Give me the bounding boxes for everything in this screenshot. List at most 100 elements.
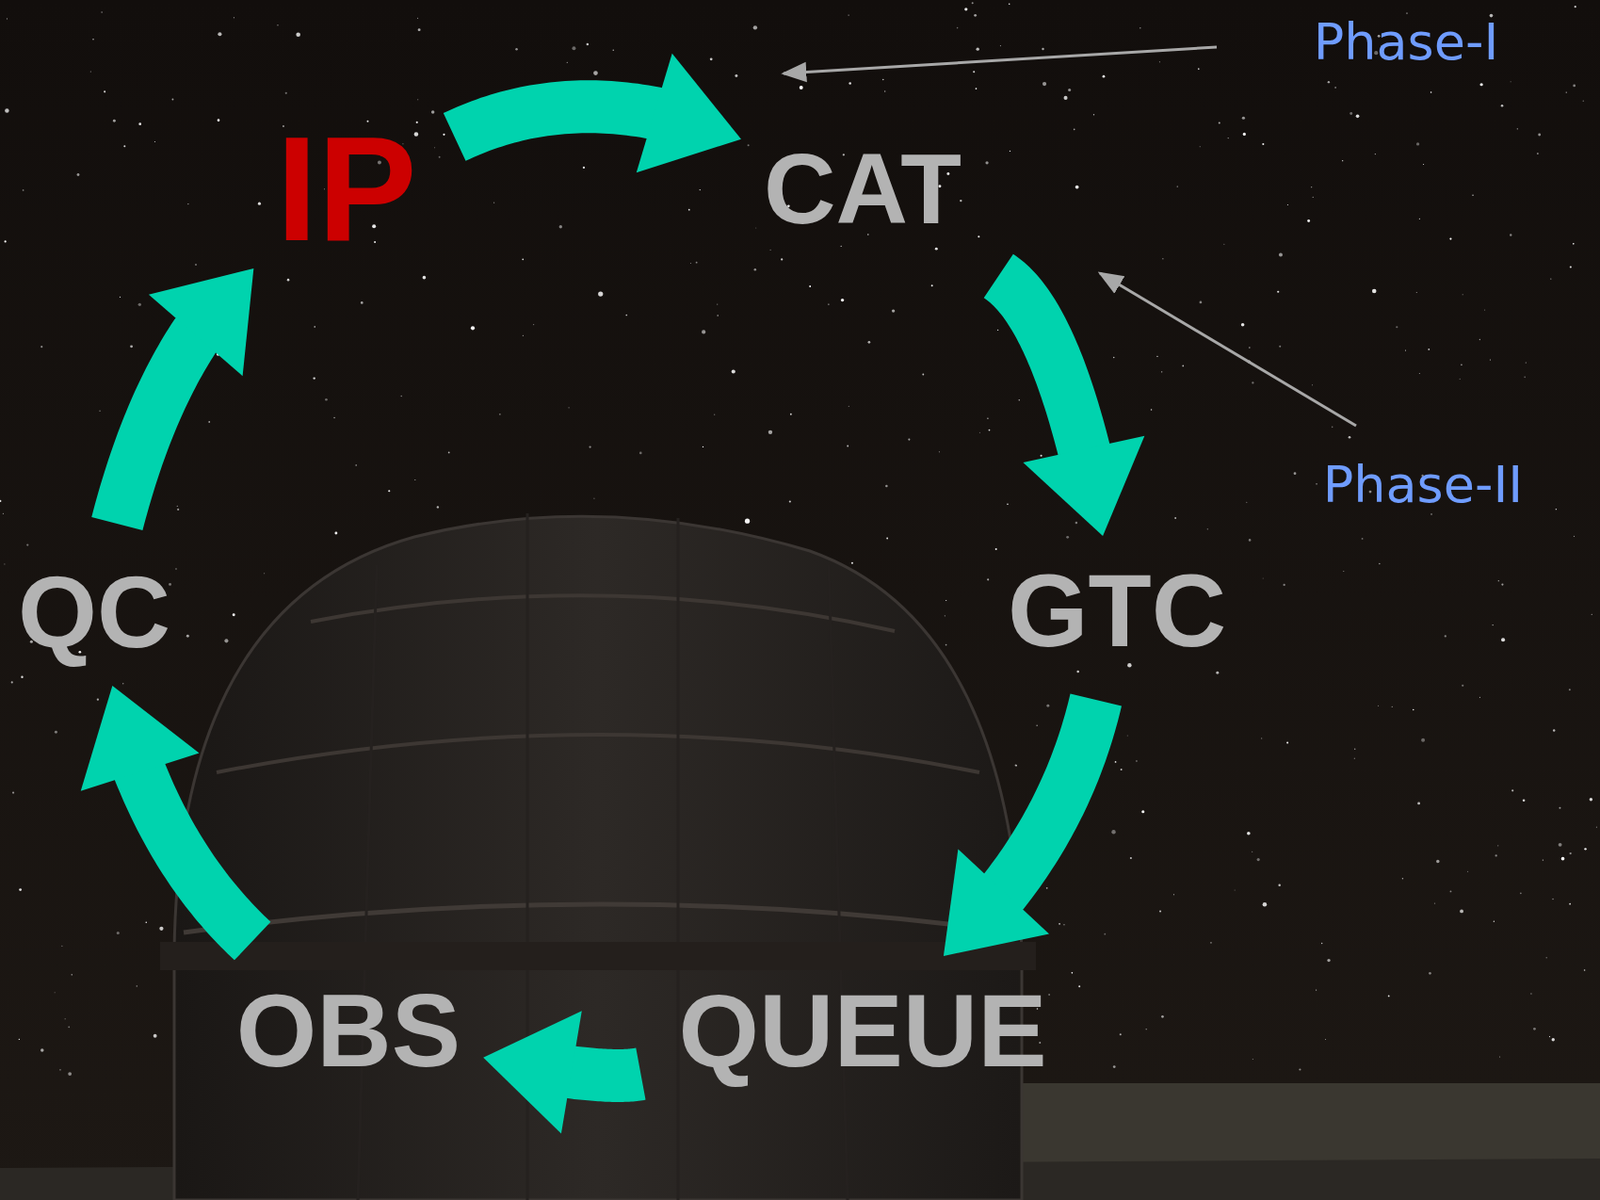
- star: [295, 32, 301, 37]
- star: [77, 173, 81, 177]
- star: [6, 17, 8, 19]
- star: [1139, 27, 1141, 29]
- star: [434, 146, 436, 148]
- star: [1569, 852, 1572, 855]
- star: [702, 446, 704, 448]
- star: [848, 15, 850, 17]
- star: [1315, 483, 1318, 485]
- star: [1497, 844, 1499, 846]
- star: [1417, 801, 1421, 805]
- star: [753, 25, 758, 30]
- star: [4, 108, 9, 113]
- star: [116, 931, 120, 935]
- star: [232, 613, 236, 616]
- star: [882, 79, 884, 81]
- star: [4, 240, 7, 243]
- star: [1422, 163, 1424, 165]
- star: [1342, 570, 1344, 572]
- star: [1251, 381, 1254, 384]
- star: [1150, 408, 1152, 410]
- star: [470, 325, 475, 330]
- star: [1536, 152, 1539, 155]
- arrow-head: [483, 1010, 582, 1133]
- star: [1589, 797, 1593, 801]
- star: [868, 340, 872, 344]
- star: [122, 682, 124, 684]
- leader-line: [1099, 273, 1357, 426]
- star: [522, 335, 524, 337]
- leader-line: [783, 47, 1217, 74]
- star: [1517, 128, 1519, 130]
- star: [885, 484, 888, 487]
- star: [716, 303, 718, 305]
- star: [701, 329, 706, 334]
- star: [840, 245, 842, 247]
- step-label: CAT: [763, 138, 962, 239]
- star: [567, 406, 569, 408]
- star: [333, 417, 335, 419]
- star: [90, 70, 92, 72]
- star: [233, 16, 235, 18]
- star: [1501, 583, 1504, 586]
- star: [710, 57, 713, 61]
- star: [119, 296, 121, 298]
- star: [515, 48, 518, 50]
- star: [977, 235, 980, 238]
- star: [1395, 325, 1398, 328]
- arrow-shaft: [454, 106, 668, 137]
- star: [1354, 748, 1356, 750]
- star: [18, 1038, 20, 1040]
- star: [1583, 969, 1586, 971]
- star: [1146, 1028, 1148, 1030]
- star: [1530, 992, 1532, 994]
- star: [1378, 563, 1381, 566]
- star: [138, 122, 142, 126]
- star: [1261, 143, 1264, 146]
- star: [175, 567, 177, 569]
- star: [1374, 153, 1376, 155]
- star: [1568, 688, 1571, 691]
- star: [1135, 759, 1137, 761]
- star: [1419, 372, 1421, 374]
- star: [1042, 81, 1047, 86]
- cycle-step: IP: [275, 113, 417, 263]
- star: [1430, 91, 1433, 94]
- star: [827, 303, 830, 306]
- star: [1228, 137, 1229, 139]
- star: [26, 543, 29, 546]
- star: [1159, 909, 1162, 912]
- star: [1159, 61, 1161, 63]
- star: [431, 110, 435, 114]
- star: [54, 991, 56, 993]
- star: [187, 203, 189, 205]
- star: [931, 284, 934, 287]
- star: [1354, 758, 1356, 760]
- star: [690, 262, 692, 264]
- star: [1018, 399, 1020, 401]
- star: [1119, 1033, 1122, 1035]
- star: [1287, 204, 1289, 206]
- star: [754, 268, 758, 272]
- star: [1311, 384, 1313, 386]
- star: [1449, 238, 1452, 241]
- star: [1248, 346, 1251, 349]
- star: [493, 202, 495, 204]
- star: [1276, 290, 1279, 293]
- star: [1093, 113, 1095, 115]
- star: [1349, 112, 1353, 115]
- star: [1161, 1015, 1164, 1019]
- star: [1406, 12, 1408, 15]
- cycle-arrow: [998, 275, 1145, 536]
- star: [1248, 538, 1252, 542]
- star: [1510, 80, 1512, 82]
- star: [976, 47, 980, 50]
- star: [217, 32, 222, 36]
- star: [935, 247, 938, 251]
- cycle-step: CAT: [763, 138, 962, 239]
- cycle-arrow: [483, 1010, 641, 1133]
- star: [1416, 291, 1418, 293]
- star: [1210, 941, 1213, 944]
- star: [1467, 871, 1469, 873]
- star: [1519, 891, 1522, 894]
- arrow-head: [148, 268, 254, 376]
